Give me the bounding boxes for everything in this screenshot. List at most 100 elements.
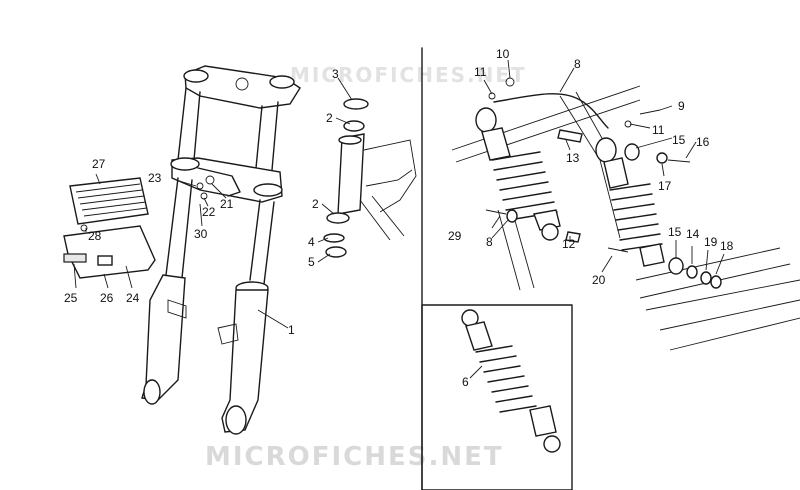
right-shock-lower-body <box>639 243 665 267</box>
callout-23: 23 <box>148 171 162 185</box>
headlight-bracket-arm <box>197 167 241 197</box>
bushing-15-a <box>624 143 640 161</box>
bolt-20 <box>607 247 629 253</box>
frame-rail-upper <box>451 85 641 163</box>
callout-28: 28 <box>88 229 102 243</box>
right-shock-spring <box>609 183 663 251</box>
reflector-screw <box>80 224 88 232</box>
right-fork-tube-upper <box>255 101 279 171</box>
front-fork-assembly <box>141 65 301 435</box>
reflector-lens <box>63 253 87 263</box>
inset-box <box>421 304 573 490</box>
callout-6: 6 <box>462 375 469 389</box>
right-fork-tube-mid <box>249 199 275 285</box>
bearing-lower-2 <box>326 212 350 224</box>
inset-shock-bottom-eye <box>543 435 561 453</box>
inset-shock-lower-body <box>529 405 557 437</box>
watermark-top: MICROFICHES.NET <box>290 63 527 87</box>
callout-15-upper: 15 <box>672 133 686 147</box>
callout-1: 1 <box>288 323 295 337</box>
left-axle-boss <box>143 379 161 405</box>
frame-section <box>363 139 417 213</box>
callout-11-upper: 11 <box>474 65 487 79</box>
hose-8 <box>493 93 609 129</box>
bolt-9 <box>639 109 661 115</box>
right-fork-cap <box>269 75 295 89</box>
callout-22: 22 <box>202 205 216 219</box>
callout-29: 29 <box>448 229 462 243</box>
callout-20: 20 <box>592 273 606 287</box>
callout-25: 25 <box>64 291 78 305</box>
right-shock-upper-body <box>603 157 629 189</box>
nut-21 <box>205 175 215 185</box>
watermark-bottom: MICROFICHES.NET <box>205 442 504 472</box>
callout-9: 9 <box>678 99 685 113</box>
seal-4 <box>323 233 345 243</box>
callout-5: 5 <box>308 255 315 269</box>
bushing-15-b <box>668 257 684 275</box>
callout-27: 27 <box>92 157 106 171</box>
steering-head-assembly <box>323 98 417 258</box>
callout-11-lower: 11 <box>652 123 665 137</box>
callout-4: 4 <box>308 235 315 249</box>
lower-clamp-left-ring <box>170 157 200 171</box>
steering-cover-3 <box>343 98 369 110</box>
race-5 <box>325 246 347 258</box>
callout-18: 18 <box>720 239 734 253</box>
head-tube-top <box>338 135 362 145</box>
upper-triple-clamp <box>184 65 301 109</box>
bolt-16 <box>667 159 691 163</box>
callout-19: 19 <box>704 235 718 249</box>
left-shock-bottom-eye <box>541 223 559 241</box>
left-shock-top-eye <box>475 107 497 133</box>
steering-head-tube <box>337 133 365 215</box>
bolt-13 <box>557 129 583 143</box>
clamp-11-a <box>488 92 496 100</box>
callout-8-washer: 8 <box>486 235 493 249</box>
bracket-bolt-23 <box>196 182 204 190</box>
left-fork-tube-upper <box>177 87 201 161</box>
washer-8 <box>506 209 518 223</box>
lower-clamp-right-ring <box>253 183 283 197</box>
inset-shock-spring <box>475 345 537 413</box>
callout-2-upper: 2 <box>326 111 333 125</box>
reflector-clip <box>97 255 113 266</box>
washer-19 <box>700 271 712 285</box>
reflector-bracket <box>63 225 156 279</box>
callout-14: 14 <box>686 227 700 241</box>
left-fork-tube-mid <box>165 177 193 279</box>
callout-21: 21 <box>220 197 234 211</box>
steering-stem-nut <box>235 77 249 91</box>
callout-labels: 1 2 2 3 4 5 6 8 8 9 10 11 11 12 13 14 15… <box>64 47 734 389</box>
callout-2-lower: 2 <box>312 197 319 211</box>
callout-13: 13 <box>566 151 580 165</box>
right-shock-top-eye <box>595 137 617 163</box>
callout-24: 24 <box>126 291 140 305</box>
right-axle-boss <box>225 405 247 435</box>
callout-8-hose: 8 <box>574 57 581 71</box>
callout-30: 30 <box>194 227 208 241</box>
left-caliper-mount <box>167 299 187 319</box>
reflector-assembly <box>63 175 215 279</box>
callout-26: 26 <box>100 291 114 305</box>
reflector-grille <box>69 177 149 225</box>
inset-shock-upper-body <box>465 321 493 351</box>
frame-downtube <box>359 195 405 241</box>
left-fork-cap <box>183 69 209 83</box>
callout-17: 17 <box>658 179 672 193</box>
left-shock-upper-body <box>481 127 511 161</box>
callout-15-lower: 15 <box>668 225 682 239</box>
reflector-grille-lines <box>75 183 148 217</box>
rear-suspension-assembly <box>451 77 800 351</box>
nut-18 <box>710 275 722 289</box>
washer-14 <box>686 265 698 279</box>
callout-10: 10 <box>496 47 510 61</box>
left-shock-spring <box>491 151 558 221</box>
leader-lines <box>73 59 725 379</box>
frame-strut <box>497 209 535 291</box>
bolt-29 <box>485 209 507 215</box>
right-caliper-mount <box>217 323 239 345</box>
washer-17 <box>656 152 668 164</box>
